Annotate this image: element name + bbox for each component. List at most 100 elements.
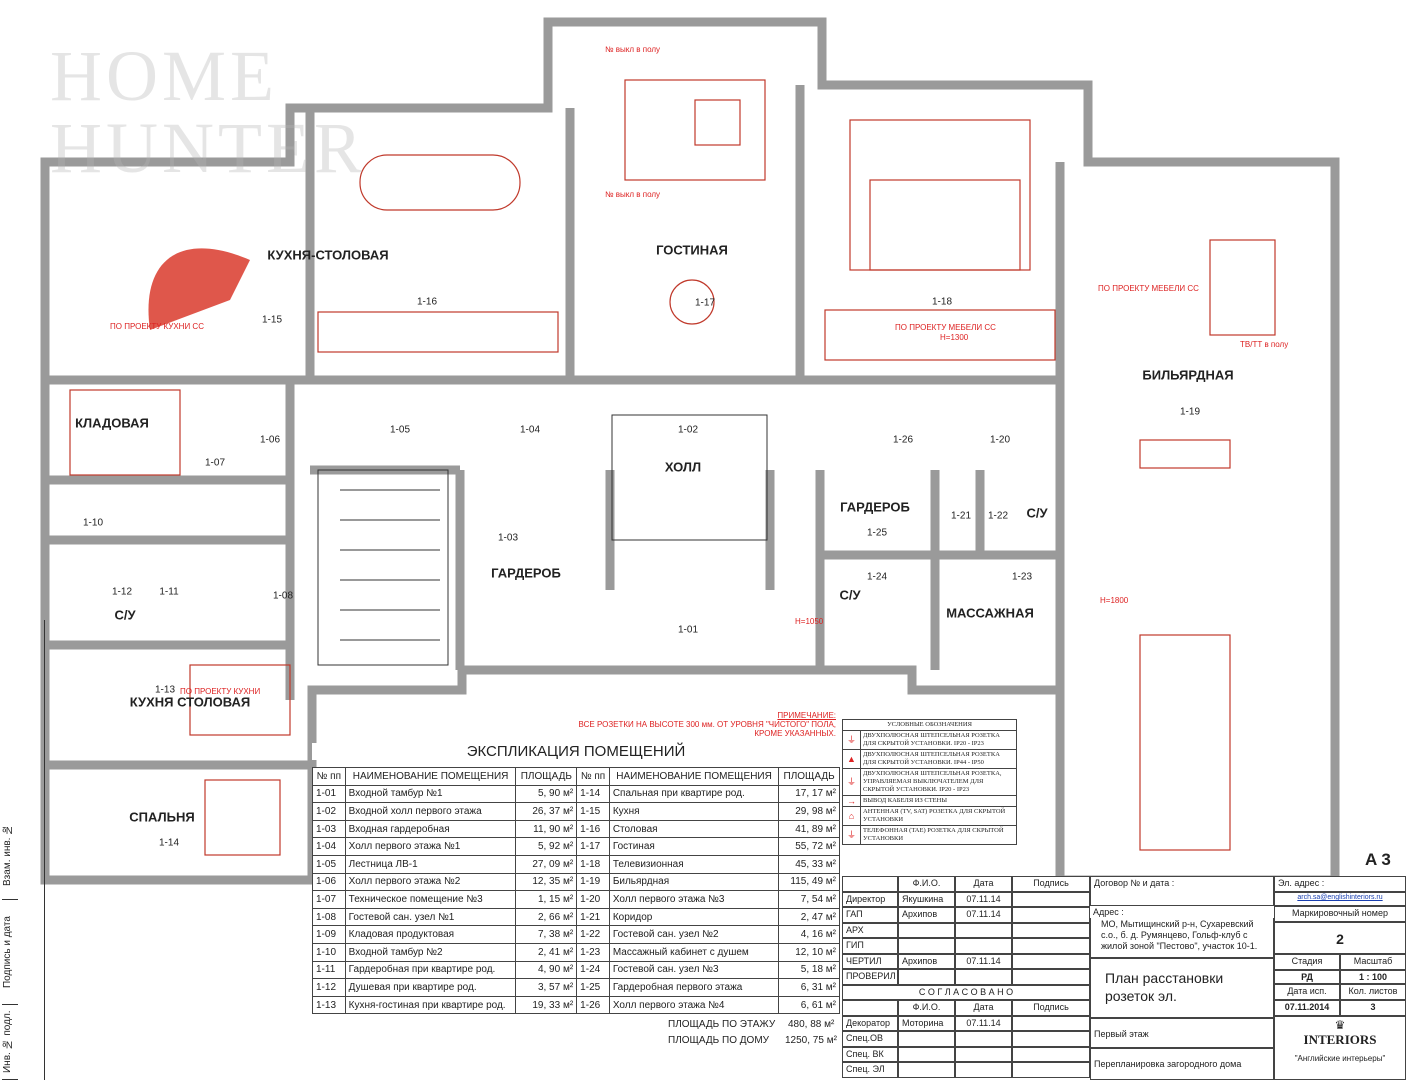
tb-role: ГАП bbox=[842, 907, 898, 923]
table-cell: 1-26 bbox=[576, 995, 610, 1015]
explication-table: № пп НАИМЕНОВАНИЕ ПОМЕЩЕНИЯ ПЛОЩАДЬ № пп… bbox=[312, 767, 840, 1015]
tb-date bbox=[955, 922, 1012, 938]
logo-text: INTERIORS bbox=[1303, 1032, 1377, 1047]
table-cell: 1-17 bbox=[576, 837, 610, 856]
room-code: 1-25 bbox=[866, 527, 888, 539]
table-cell: 1-11 bbox=[312, 960, 346, 980]
table-cell: 1-22 bbox=[576, 925, 610, 944]
socket-ip44-icon: ▲ bbox=[842, 749, 861, 769]
tb-sign bbox=[1012, 938, 1090, 954]
room-code: 1-12 bbox=[111, 586, 133, 598]
cable-outlet-icon: → bbox=[842, 795, 861, 807]
tb-sign bbox=[1012, 907, 1090, 923]
room-label: СПАЛЬНЯ bbox=[129, 809, 195, 825]
tb-name bbox=[898, 1046, 955, 1062]
table-cell: 1-05 bbox=[312, 854, 346, 874]
table-cell: Кухня bbox=[608, 802, 780, 821]
col-header: НАИМЕНОВАНИЕ ПОМЕЩЕНИЯ bbox=[344, 767, 517, 786]
table-cell: 1-18 bbox=[576, 854, 610, 874]
furniture bbox=[69, 79, 1276, 856]
tb-role: ПРОВЕРИЛ bbox=[842, 969, 898, 985]
table-cell: Кладовая продуктовая bbox=[344, 925, 517, 944]
table-cell: Массажный кабинет с душем bbox=[608, 942, 780, 962]
legend-text: ВЫВОД КАБЕЛЯ ИЗ СТЕНЫ bbox=[860, 795, 1017, 807]
table-cell: 17, 17 м² bbox=[778, 784, 840, 804]
table-cell: Гостевой сан. узел №3 bbox=[608, 960, 780, 980]
legend-item: ⌂АНТЕННАЯ (TV, SAT) РОЗЕТКА ДЛЯ СКРЫТОЙ … bbox=[842, 806, 1017, 826]
tb-role: Спец. ВК bbox=[842, 1046, 898, 1062]
table-cell: Кухня-гостиная при квартире род. bbox=[344, 995, 517, 1015]
table-cell: Телевизионная bbox=[608, 854, 780, 874]
table-cell: 1-15 bbox=[576, 802, 610, 821]
table-cell: 41, 89 м² bbox=[778, 819, 840, 839]
room-label: БИЛЬЯРДНАЯ bbox=[1142, 367, 1234, 383]
table-cell: 1-04 bbox=[312, 837, 346, 856]
plan-note: H=1800 bbox=[1100, 596, 1129, 605]
remark-text: ВСЕ РОЗЕТКИ НА ВЫСОТЕ 300 мм. ОТ УРОВНЯ … bbox=[578, 720, 836, 729]
tb-stage: РД bbox=[1274, 970, 1340, 984]
legend-item: ⏚ДВУХПОЛЮСНАЯ ШТЕПСЕЛЬНАЯ РОЗЕТКА, УПРАВ… bbox=[842, 768, 1017, 796]
tb-email[interactable]: arch.sa@englishinteriors.ru bbox=[1274, 892, 1406, 906]
room-code: 1-06 bbox=[259, 434, 281, 446]
tb-sign bbox=[1012, 969, 1090, 985]
tb-email-label: Эл. адрес : bbox=[1274, 876, 1406, 892]
plan-note: ПО ПРОЕКТУ МЕБЕЛИ СС bbox=[1098, 284, 1199, 293]
room-code: 1-13 bbox=[154, 684, 176, 696]
remark: ПРИМЕЧАНИЕ: ВСЕ РОЗЕТКИ НА ВЫСОТЕ 300 мм… bbox=[540, 711, 836, 738]
room-label: ГОСТИНАЯ bbox=[656, 242, 728, 258]
tb-name: Архипов bbox=[898, 907, 955, 923]
legend-item: →ВЫВОД КАБЕЛЯ ИЗ СТЕНЫ bbox=[842, 795, 1017, 807]
sheet-format: A 3 bbox=[1365, 850, 1391, 869]
table-cell: Гостевой сан. узел №1 bbox=[344, 907, 517, 927]
tb-cell bbox=[842, 1000, 898, 1016]
tb-date bbox=[955, 1046, 1012, 1062]
legend-title: УСЛОВНЫЕ ОБОЗНАЧЕНИЯ bbox=[842, 719, 1017, 731]
col-header: № пп bbox=[312, 767, 346, 786]
table-cell: 1-09 bbox=[312, 925, 346, 944]
table-cell: Входная гардеробная bbox=[344, 819, 517, 839]
room-label: ГАРДЕРОБ bbox=[840, 499, 910, 515]
side-label: Взам. инв. № bbox=[2, 810, 18, 900]
remark-text: КРОМЕ УКАЗАННЫХ. bbox=[754, 729, 836, 738]
tb-name bbox=[898, 1031, 955, 1047]
tb-header: Подпись bbox=[1012, 876, 1090, 892]
table-cell: 2, 41 м² bbox=[515, 942, 578, 962]
tb-issue-date: 07.11.2014 bbox=[1274, 1000, 1340, 1016]
table-cell: 115, 49 м² bbox=[778, 872, 840, 892]
table-cell: Столовая bbox=[608, 819, 780, 839]
plan-note: ТВ/ТТ в полу bbox=[1240, 340, 1289, 349]
table-cell: 19, 33 м² bbox=[515, 995, 578, 1015]
room-code: 1-04 bbox=[519, 424, 541, 436]
tb-name bbox=[898, 938, 955, 954]
tb-header: Ф.И.О. bbox=[898, 1000, 955, 1016]
table-cell: 1-21 bbox=[576, 907, 610, 927]
tb-sign bbox=[1012, 1046, 1090, 1062]
tb-cell bbox=[842, 876, 898, 892]
tb-date bbox=[955, 969, 1012, 985]
tb-drawing-title: План расстановки розеток эл. bbox=[1090, 958, 1274, 1018]
explication-title: ЭКСПЛИКАЦИЯ ПОМЕЩЕНИЙ bbox=[312, 743, 840, 760]
table-cell: 1-01 bbox=[312, 784, 346, 804]
table-cell: 1-16 bbox=[576, 819, 610, 839]
room-label: ХОЛЛ bbox=[664, 459, 702, 475]
room-label: С/У bbox=[839, 587, 861, 603]
legend-text: ДВУХПОЛЮСНАЯ ШТЕПСЕЛЬНАЯ РОЗЕТКА ДЛЯ СКР… bbox=[860, 749, 1017, 769]
tb-name bbox=[898, 969, 955, 985]
room-code: 1-03 bbox=[497, 532, 519, 544]
room-label: С/У bbox=[1026, 505, 1048, 521]
table-cell: 12, 10 м² bbox=[778, 942, 840, 962]
tb-sign bbox=[1012, 1062, 1090, 1078]
room-code: 1-15 bbox=[261, 314, 283, 326]
room-label: ГАРДЕРОБ bbox=[491, 565, 561, 581]
room-label: С/У bbox=[114, 607, 136, 623]
table-cell: 1-14 bbox=[576, 784, 610, 804]
tb-date-label: Дата исп. bbox=[1274, 984, 1340, 1000]
room-code: 1-17 bbox=[694, 297, 716, 309]
